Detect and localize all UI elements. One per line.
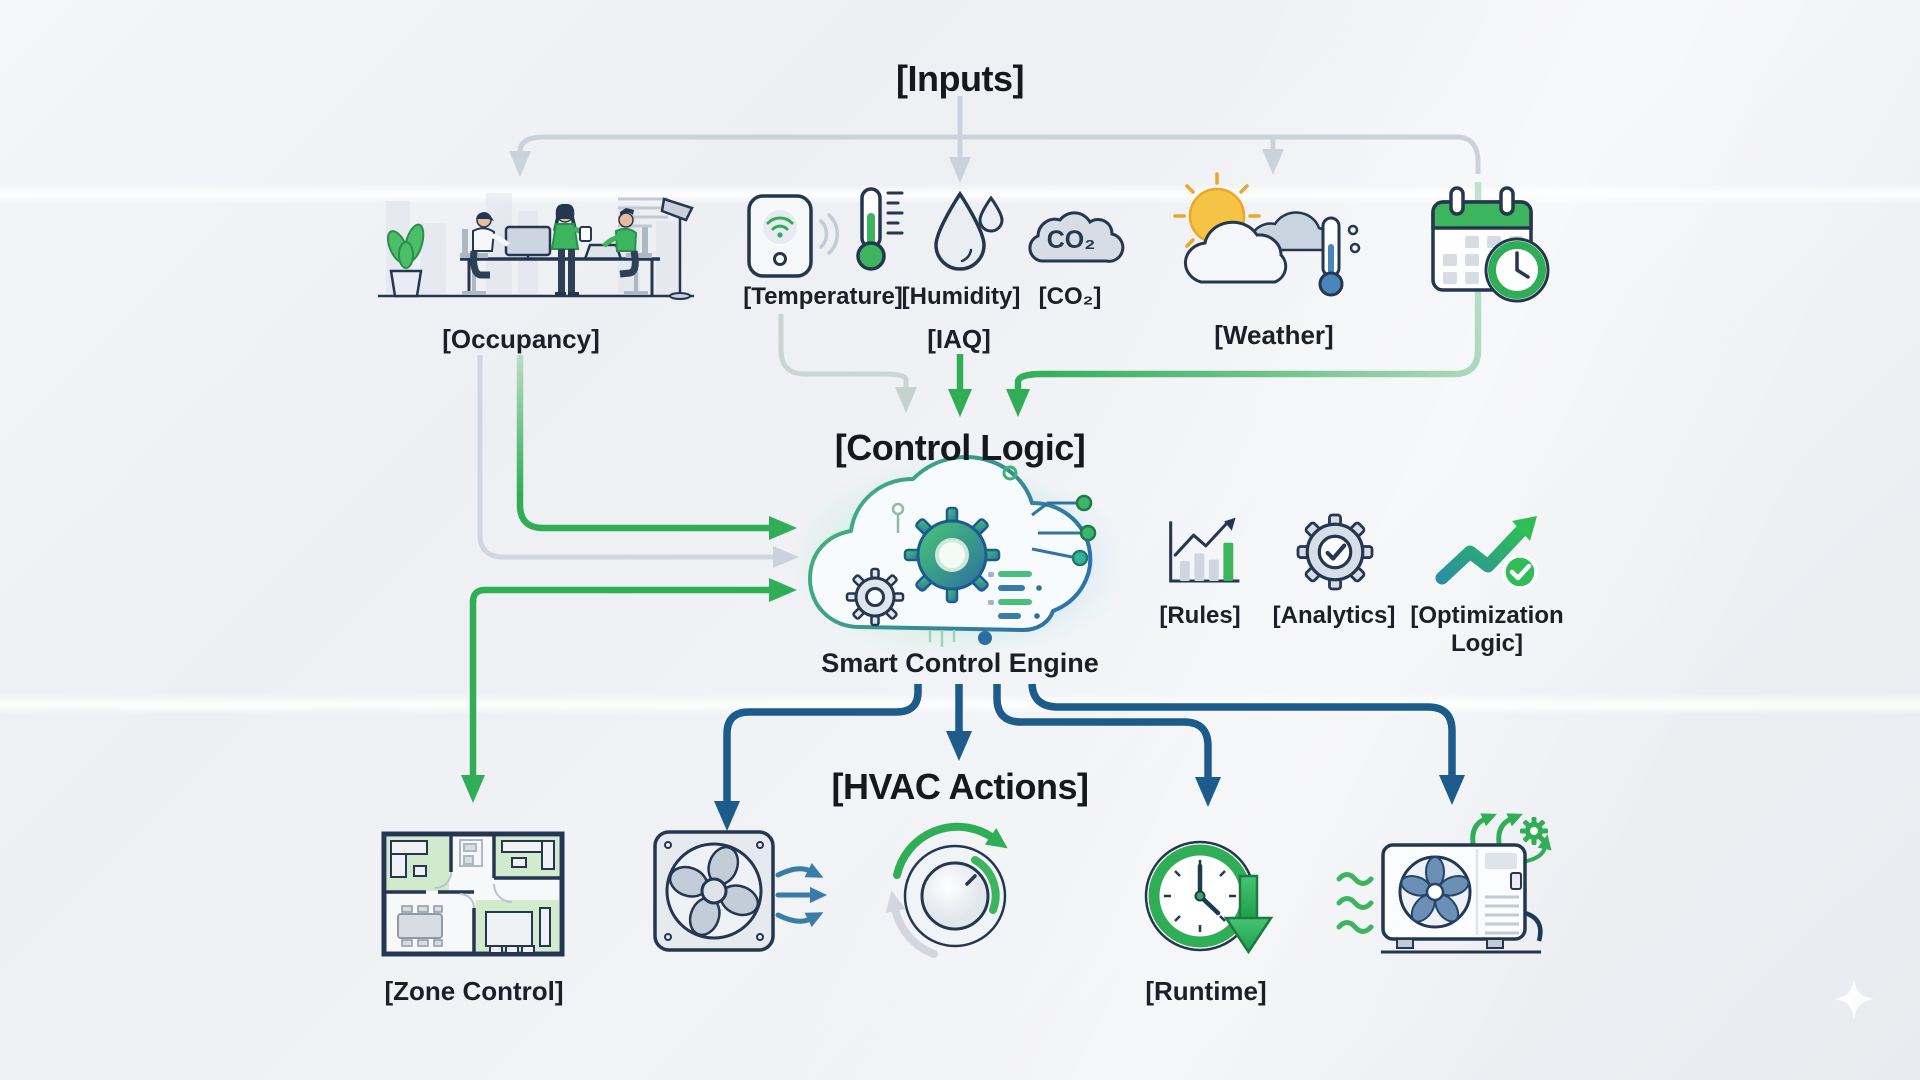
refrigerant-pipe	[1524, 910, 1543, 942]
reduce-arrow	[1223, 874, 1274, 955]
temperature-label: [Temperature]	[743, 283, 903, 310]
small-gear	[845, 567, 905, 627]
main-gear	[903, 506, 1001, 604]
interior-walls	[384, 834, 562, 954]
co2-label: [CO₂]	[1038, 283, 1102, 310]
zone-control-label: [Zone Control]	[384, 976, 564, 1006]
clock-overlay	[1484, 237, 1550, 303]
scale-ticks	[886, 191, 904, 235]
code-lines	[988, 571, 1042, 619]
arrow-occupancy-to-engine-gray	[477, 355, 799, 568]
settings-gear-small	[1520, 817, 1548, 845]
calendar-header	[1431, 200, 1533, 230]
circuit-node	[1071, 549, 1089, 567]
gear-checkmark-icon	[1296, 513, 1374, 591]
checkmark	[1325, 543, 1347, 561]
calendar-clock-icon	[1425, 180, 1555, 305]
inputs-heading: [Inputs]	[896, 58, 1024, 99]
floor-lamp	[660, 197, 694, 300]
inputs-to-calendar-line	[1455, 134, 1481, 174]
person-seated-left	[460, 212, 510, 295]
control-logic-heading: [Control Logic]	[834, 427, 1086, 468]
water-droplet-icon	[930, 190, 1005, 272]
fan-blades	[668, 845, 760, 937]
cool-air-squiggles	[1336, 872, 1374, 934]
optimization-label: [Optimization Logic]	[1410, 602, 1563, 658]
occupancy-label: [Occupancy]	[442, 324, 600, 354]
furniture	[390, 839, 555, 954]
arrow-weather-to-engine	[1006, 182, 1482, 417]
unit-grille	[1485, 853, 1517, 869]
growth-arrow-check-icon	[1435, 514, 1540, 592]
airflow-arrows	[775, 862, 827, 928]
optimization-label-line1: [Optimization	[1410, 602, 1564, 629]
bottom-node	[978, 631, 992, 645]
clock-reduce-arrow-icon	[1140, 830, 1295, 965]
unit-handle	[1510, 872, 1522, 890]
engine-label: Smart Control Engine	[821, 648, 1099, 678]
weather-thermometer	[1318, 216, 1361, 297]
door-arcs	[434, 871, 513, 909]
arrow-occupancy-to-engine-green	[516, 355, 797, 540]
dangling-wires	[928, 630, 956, 647]
knob-indicator	[965, 874, 977, 886]
cloud-gears-engine-icon	[780, 445, 1140, 675]
bar-chart-trend-icon	[1160, 515, 1244, 592]
runtime-label: [Runtime]	[1145, 976, 1267, 1006]
hvac-actions-heading: [HVAC Actions]	[831, 766, 1090, 807]
person-standing	[550, 203, 592, 296]
circuit-node	[1075, 494, 1093, 512]
chairs	[401, 905, 443, 947]
efficiency-up-arrows	[1470, 813, 1523, 846]
dial-knob-icon	[885, 818, 1025, 968]
arrow-branch-to-engine	[469, 578, 797, 603]
floor-plan-icon	[378, 828, 568, 960]
iaq-label: [IAQ]	[927, 324, 991, 354]
office-occupancy-illustration	[368, 183, 703, 311]
weather-label: [Weather]	[1214, 320, 1334, 350]
check-badge	[1502, 554, 1538, 590]
swoosh-arrow	[1525, 834, 1552, 863]
thermometer-icon	[848, 185, 910, 273]
optimization-label-line2: Logic]	[1450, 630, 1523, 657]
person-seated-right	[602, 208, 652, 295]
analytics-label: [Analytics]	[1272, 602, 1396, 629]
circuit-traces	[1031, 501, 1080, 559]
arrow-engine-to-runtime	[993, 684, 1221, 807]
signal-waves	[819, 219, 829, 249]
gray-rotation-arc	[885, 890, 938, 958]
plant	[386, 223, 425, 298]
arrow-engine-to-ac-unit	[1028, 683, 1465, 805]
smart-sensor-icon	[745, 190, 839, 282]
exhaust-fan-icon	[650, 827, 840, 957]
sparkle-icon	[1834, 979, 1874, 1019]
green-rotation-arc	[893, 822, 1008, 879]
desk	[460, 225, 660, 296]
unit-vents	[1485, 895, 1519, 935]
arrow-inputs-to-occupancy	[509, 134, 545, 177]
dining-table	[397, 913, 443, 939]
circuit-node	[1079, 524, 1097, 542]
front-cloud	[1184, 220, 1288, 284]
co2-cloud-icon: CO₂	[1022, 203, 1125, 267]
humidity-label: [Humidity]	[901, 283, 1021, 310]
green-inner-arc	[971, 856, 1000, 914]
sun-clouds-thermometer-icon	[1165, 170, 1370, 310]
co2-text: CO₂	[1047, 226, 1096, 254]
rules-label: [Rules]	[1159, 602, 1241, 629]
circuit-node	[1002, 465, 1018, 481]
arrow-sensor-to-engine	[778, 314, 917, 413]
ac-outdoor-unit-icon	[1335, 813, 1552, 965]
unit-fan-blades	[1400, 856, 1470, 923]
